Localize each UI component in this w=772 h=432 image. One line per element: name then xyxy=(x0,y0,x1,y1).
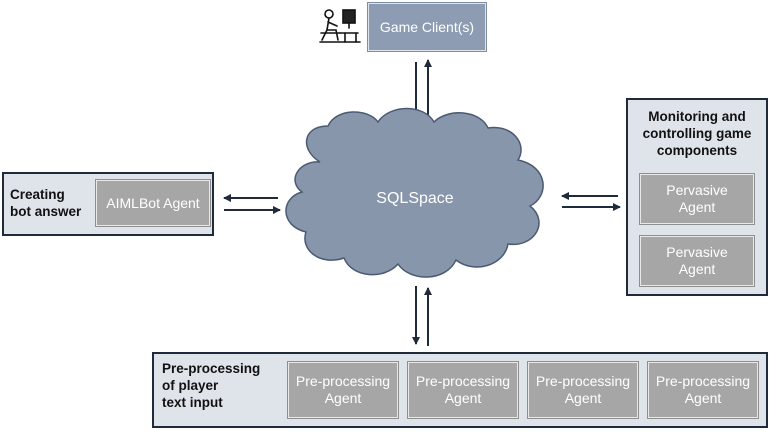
agent-line: Pervasive xyxy=(666,182,728,198)
preprocessing-agent-box: Pre-processing Agent xyxy=(527,361,639,419)
agent-line: Pervasive xyxy=(666,244,728,260)
person-at-computer-icon xyxy=(319,9,361,43)
bottom-panel-title: Pre-processing of player text input xyxy=(162,360,260,411)
pervasive-agent-box: Pervasive Agent xyxy=(639,173,755,225)
bottom-panel-title-line: Pre-processing xyxy=(162,361,261,376)
agent-line: Agent xyxy=(444,390,482,406)
creating-bot-answer-panel: Creating bot answer AIMLBot Agent xyxy=(2,172,214,236)
preprocessing-panel: Pre-processing of player text input Pre-… xyxy=(152,352,768,428)
agent-line: Pre-processing xyxy=(535,373,631,389)
right-panel-title-line: components xyxy=(656,143,738,158)
right-panel-title-line: controlling game xyxy=(642,126,752,141)
agent-line: Agent xyxy=(678,261,716,277)
left-panel-title-line: Creating xyxy=(10,187,65,202)
agent-line: Agent xyxy=(678,199,716,215)
agent-line: Pre-processing xyxy=(415,373,511,389)
preprocessing-agent-box: Pre-processing Agent xyxy=(287,361,399,419)
agent-line: Agent xyxy=(684,390,722,406)
pervasive-agent-box: Pervasive Agent xyxy=(639,235,755,287)
right-panel-title: Monitoring and controlling game componen… xyxy=(628,108,766,159)
right-panel-title-line: Monitoring and xyxy=(648,109,746,124)
agent-line: Pre-processing xyxy=(295,373,391,389)
left-panel-title-line: bot answer xyxy=(10,204,82,219)
aimlbot-agent-box: AIMLBot Agent xyxy=(95,179,211,227)
left-panel-title: Creating bot answer xyxy=(10,186,81,220)
sqlspace-cloud xyxy=(285,107,544,278)
agent-line: Pre-processing xyxy=(655,373,751,389)
agent-line: Agent xyxy=(564,390,602,406)
bottom-panel-title-line: of player xyxy=(162,378,219,393)
bottom-panel-title-line: text input xyxy=(162,395,223,410)
agent-line: Agent xyxy=(324,390,362,406)
game-client-box: Game Client(s) xyxy=(367,2,487,52)
monitoring-panel: Monitoring and controlling game componen… xyxy=(626,98,768,296)
cloud-label: SQLSpace xyxy=(376,190,454,207)
preprocessing-agent-box: Pre-processing Agent xyxy=(407,361,519,419)
preprocessing-agent-box: Pre-processing Agent xyxy=(647,361,759,419)
